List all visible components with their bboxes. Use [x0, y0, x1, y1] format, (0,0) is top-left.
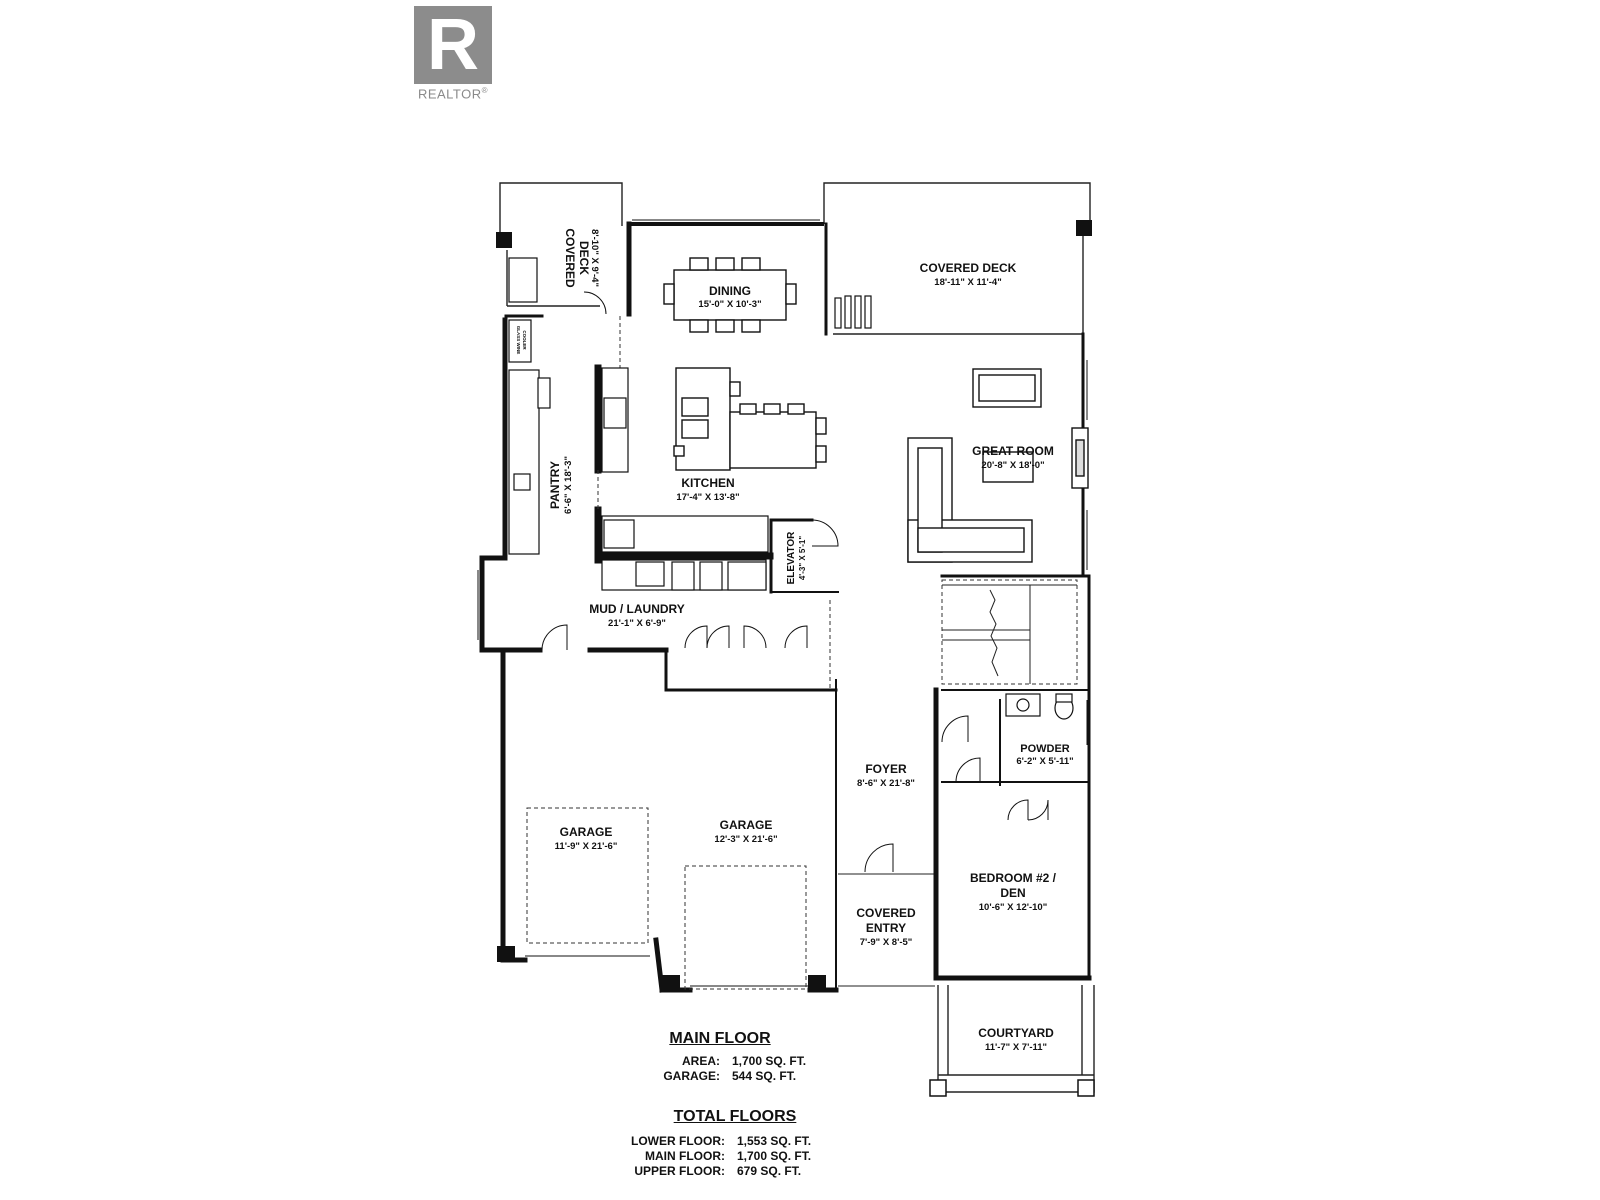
label-wine-2: COOLER [522, 330, 527, 350]
row-label: MAIN FLOOR: [645, 1149, 725, 1163]
row-value: 1,553 SQ. FT. [737, 1134, 812, 1148]
row-label: GARAGE: [663, 1069, 720, 1083]
label-bedroom-2: DEN [1000, 886, 1025, 900]
label-kitchen: KITCHEN [681, 476, 734, 490]
pantry-counters [508, 257, 551, 555]
realtor-logo: R REALTOR® [410, 6, 496, 101]
label-covered-entry-2: ENTRY [866, 921, 906, 935]
row-value: 1,700 SQ. FT. [737, 1149, 812, 1163]
label-garage-left-dim: 11'-9" X 21'-6" [555, 841, 618, 852]
label-garage-right: GARAGE [720, 818, 773, 832]
label-elevator-dim: 4'-3" X 5'-1" [798, 536, 807, 581]
label-covered-deck-right: COVERED DECK [920, 261, 1017, 275]
label-covered-deck-left-2: DECK [577, 241, 591, 275]
logo-brand: REALTOR® [410, 86, 496, 101]
main-floor-row: AREA: 1,700 SQ. FT. [590, 1054, 850, 1069]
label-powder: POWDER [1020, 743, 1070, 755]
thin-outlines [499, 182, 1095, 1093]
label-pantry: PANTRY [548, 461, 562, 509]
label-foyer: FOYER [865, 762, 907, 776]
label-covered-entry-1: COVERED [856, 906, 916, 920]
row-value: 544 SQ. FT. [732, 1069, 797, 1083]
total-floors-summary: TOTAL FLOORS LOWER FLOOR: 1,553 SQ. FT. … [600, 1108, 870, 1179]
row-value: 1,700 SQ. FT. [732, 1054, 807, 1068]
main-floor-summary: MAIN FLOOR AREA: 1,700 SQ. FT. GARAGE: 5… [590, 1030, 850, 1084]
door-swings [541, 291, 1049, 873]
label-bedroom-1: BEDROOM #2 / [970, 871, 1057, 885]
walls [479, 221, 1092, 993]
total-floors-heading: TOTAL FLOORS [673, 1108, 797, 1125]
row-label: UPPER FLOOR: [634, 1164, 725, 1178]
deck-items [834, 295, 872, 329]
stairs [942, 584, 1077, 684]
label-pantry-dim: 6'-6" X 18'-3" [563, 456, 574, 514]
row-label: LOWER FLOOR: [631, 1134, 725, 1148]
total-floors-row: UPPER FLOOR: 679 SQ. FT. [600, 1164, 870, 1179]
kitchen-island [673, 367, 827, 471]
powder-fixtures [1005, 693, 1074, 720]
label-bedroom-dim: 10'-6" X 12'-10" [979, 902, 1047, 913]
row-label: AREA: [682, 1054, 720, 1068]
label-garage-left: GARAGE [560, 825, 613, 839]
label-mud-laundry: MUD / LAUNDRY [589, 602, 685, 616]
label-great-room: GREAT ROOM [972, 444, 1054, 458]
label-great-room-dim: 20'-8" X 18'-0" [981, 460, 1044, 471]
label-covered-deck-left-dim: 8'-10" X 9'-4" [589, 229, 600, 287]
realtor-r-logo-icon: R [414, 6, 492, 84]
label-covered-entry-dim: 7'-9" X 8'-5" [860, 937, 913, 948]
logo-mark: R [427, 5, 479, 85]
label-foyer-dim: 8'-6" X 21'-8" [857, 778, 915, 789]
label-garage-right-dim: 12'-3" X 21'-6" [714, 834, 777, 845]
columns [496, 220, 1095, 1097]
label-dining-dim: 15'-0" X 10'-3" [698, 299, 761, 310]
label-mud-laundry-dim: 21'-1" X 6'-9" [608, 618, 666, 629]
label-dining: DINING [709, 284, 751, 298]
main-floor-row: GARAGE: 544 SQ. FT. [590, 1069, 850, 1084]
label-courtyard: COURTYARD [978, 1026, 1054, 1040]
kitchen-counters [601, 367, 769, 591]
great-room-furniture [907, 368, 1089, 563]
label-covered-deck-right-dim: 18'-11" X 11'-4" [934, 277, 1001, 288]
windows [477, 219, 1088, 987]
total-floors-row: MAIN FLOOR: 1,700 SQ. FT. [600, 1149, 870, 1164]
label-elevator: ELEVATOR [786, 531, 797, 585]
label-covered-deck-left-1: COVERED [563, 228, 577, 288]
logo-brand-text: REALTOR [417, 86, 482, 102]
logo-reg: ® [481, 86, 489, 95]
room-labels: COVERED DECK 8'-10" X 9'-4" GLASS WINE C… [516, 228, 1074, 1053]
label-kitchen-dim: 17'-4" X 13'-8" [676, 492, 739, 503]
label-wine-1: GLASS WINE [516, 326, 521, 355]
dashed-areas [526, 316, 1078, 990]
dining-table [663, 257, 797, 333]
total-floors-row: LOWER FLOOR: 1,553 SQ. FT. [600, 1134, 870, 1149]
label-powder-dim: 6'-2" X 5'-11" [1016, 756, 1073, 767]
row-value: 679 SQ. FT. [737, 1164, 802, 1178]
label-courtyard-dim: 11'-7" X 7'-11" [985, 1042, 1047, 1053]
main-floor-heading: MAIN FLOOR [669, 1030, 771, 1047]
